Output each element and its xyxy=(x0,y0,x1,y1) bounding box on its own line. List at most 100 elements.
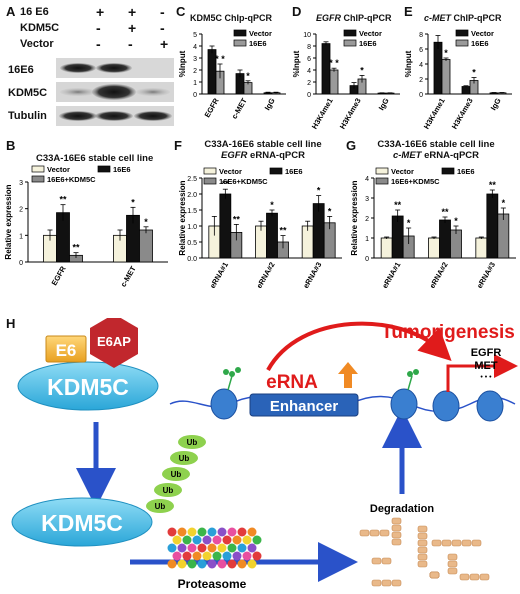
sign: - xyxy=(96,20,101,36)
sign: - xyxy=(160,20,165,36)
sign: + xyxy=(96,4,105,20)
significance-label: ** xyxy=(222,179,230,189)
y-tick-label: 1 xyxy=(19,233,23,240)
significance-label: * xyxy=(328,206,332,216)
fragment-bead xyxy=(369,529,380,537)
fragment-bead xyxy=(417,546,428,554)
nucleosome xyxy=(432,390,460,422)
bar xyxy=(439,219,451,259)
e6-label: E6 xyxy=(56,341,77,360)
ub-2 xyxy=(154,483,182,497)
y-tick-label: 2 xyxy=(193,68,197,75)
y-tick-label: 3 xyxy=(193,56,197,63)
legend-swatch xyxy=(31,165,45,173)
kdm5c-top-label: KDM5C xyxy=(47,374,129,400)
fragment-bead xyxy=(417,532,428,540)
panel-d-title: EGFR ChIP-qPCR xyxy=(316,13,392,23)
svg-text:Ub: Ub xyxy=(187,438,198,447)
y-axis-label: Relative expression xyxy=(350,180,359,255)
proteasome-subunit xyxy=(207,527,217,537)
nucleosome xyxy=(210,388,238,420)
significance-label: * xyxy=(407,218,411,228)
more-genes-dots: • • • xyxy=(480,374,492,381)
fragment-bead xyxy=(447,560,458,568)
fragment-bead xyxy=(447,567,458,575)
x-tick-label: eRNA#1 xyxy=(380,261,402,290)
methyl-marks xyxy=(223,367,419,391)
significance-label: ** xyxy=(233,214,241,224)
x-tick-label: IgG xyxy=(263,96,277,111)
proteasome-subunit xyxy=(192,551,202,561)
proteasome-label: Proteasome xyxy=(178,577,247,591)
fragment-bead xyxy=(417,560,428,568)
kdm5c-bottom-shape xyxy=(11,497,153,547)
panel-e-title: c-MET ChIP-qPCR xyxy=(424,13,502,23)
fragment-bead xyxy=(391,517,402,525)
bar xyxy=(450,229,462,259)
erna-label: eRNA xyxy=(266,372,318,393)
bar xyxy=(497,213,510,259)
y-tick-label: 1 xyxy=(193,80,197,87)
proteasome-subunit xyxy=(182,535,192,545)
significance-label: * xyxy=(502,198,506,208)
proteasome-subunit xyxy=(232,535,242,545)
fragment-bead xyxy=(379,529,390,537)
proteasome-subunit xyxy=(212,551,222,561)
fragment-bead xyxy=(451,539,462,547)
bar xyxy=(139,229,153,263)
sign: + xyxy=(128,4,137,20)
row-label-vector: Vector xyxy=(20,38,54,50)
proteasome-subunit xyxy=(197,559,207,569)
y-tick-label: 1.0 xyxy=(187,224,197,231)
y-tick-label: 0 xyxy=(193,92,197,99)
y-tick-label: 0.5 xyxy=(187,240,197,247)
legend-label: 16E6+KDM5C xyxy=(219,177,268,186)
proteasome-subunit xyxy=(217,527,227,537)
x-tick-label: eRNA#1 xyxy=(208,261,230,290)
x-tick-label: EGFR xyxy=(50,264,69,287)
y-tick-label: 1 xyxy=(365,236,369,243)
significance-label: * * xyxy=(215,54,225,64)
panel-c-label: C xyxy=(176,4,186,19)
fragment-bead xyxy=(469,573,480,581)
x-tick-label: eRNA#2 xyxy=(428,261,450,290)
y-tick-label: 0 xyxy=(419,92,423,99)
kdm5c-top-shape xyxy=(17,361,159,411)
y-tick-label: 2 xyxy=(365,216,369,223)
y-tick-label: 4 xyxy=(419,62,423,69)
legend-label: Vector xyxy=(359,29,382,38)
proteasome-subunit xyxy=(202,551,212,561)
bar xyxy=(391,215,404,259)
kdm5c-bottom-label: KDM5C xyxy=(41,510,123,536)
svg-text:Ub: Ub xyxy=(179,454,190,463)
mechanism-diagram: KDM5C E6 E6AP KDM5C Ub Ub Ub Ub Ub Prote… xyxy=(11,318,518,591)
proteasome-subunit xyxy=(237,527,247,537)
gene-met-label: MET xyxy=(474,360,498,372)
significance-label: * * xyxy=(329,58,339,68)
proteasome xyxy=(167,527,262,569)
significance-label: ** xyxy=(72,243,80,253)
significance-label: * xyxy=(131,197,135,207)
y-tick-label: 2.5 xyxy=(187,176,197,183)
y-tick-label: 3 xyxy=(365,196,369,203)
panel-d-label: D xyxy=(292,4,302,19)
proteasome-subunit xyxy=(242,535,252,545)
fragment-bead xyxy=(391,531,402,539)
proteasome-subunit xyxy=(182,551,192,561)
legend-label: Vector xyxy=(249,29,272,38)
x-tick-label: H3K4me1 xyxy=(310,97,335,131)
y-tick-label: 4 xyxy=(365,176,369,183)
fragment-bead xyxy=(447,553,458,561)
red-curved-arrow xyxy=(266,321,452,371)
legend-label: Vector xyxy=(391,167,414,176)
fragment-bead xyxy=(459,573,470,581)
bar xyxy=(266,212,278,259)
y-tick-label: 0 xyxy=(365,256,369,263)
legend-swatch xyxy=(375,167,389,175)
proteasome-subunit xyxy=(167,543,177,553)
proteasome-subunit xyxy=(207,543,217,553)
y-axis-label: Relative expression xyxy=(178,180,187,255)
